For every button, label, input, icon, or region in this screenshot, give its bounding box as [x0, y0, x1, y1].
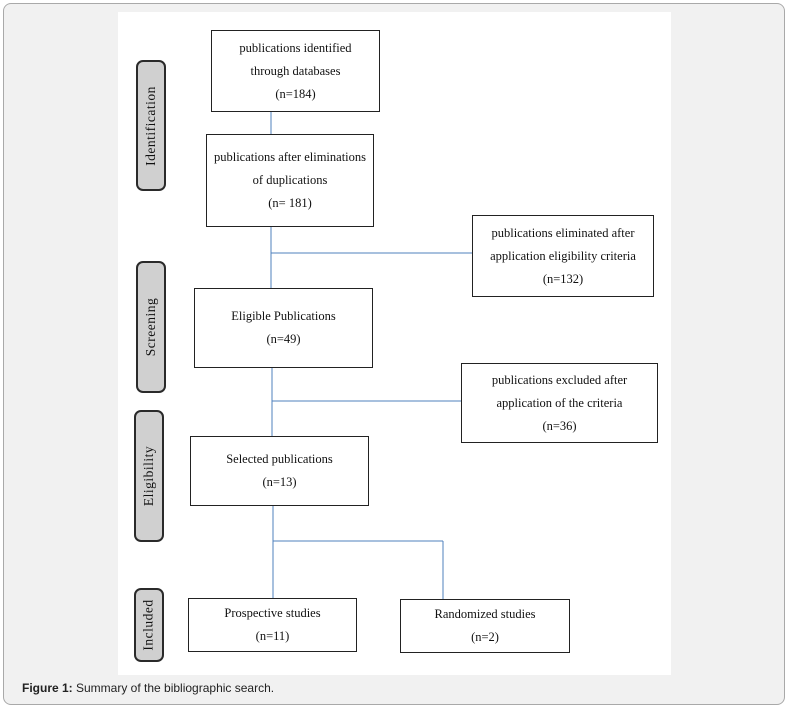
- box-after-duplicates: publications after eliminations of dupli…: [206, 134, 374, 227]
- box-prospective: Prospective studies (n=11): [188, 598, 357, 652]
- box-eliminated-criteria: publications eliminated after applicatio…: [472, 215, 654, 297]
- stage-label: Screening: [143, 297, 159, 357]
- figure-caption: Figure 1: Summary of the bibliographic s…: [22, 681, 274, 695]
- stage-label: Eligibility: [141, 445, 157, 507]
- caption-label: Figure 1:: [22, 681, 73, 695]
- stage-eligibility: Eligibility: [134, 410, 164, 542]
- box-selected: Selected publications (n=13): [190, 436, 369, 506]
- box-identified: publications identified through database…: [211, 30, 380, 112]
- stage-included: Included: [134, 588, 164, 662]
- stage-screening: Screening: [136, 261, 166, 393]
- stage-identification: Identification: [136, 60, 166, 191]
- box-eligible: Eligible Publications (n=49): [194, 288, 373, 368]
- stage-label: Identification: [143, 85, 159, 166]
- stage-label: Included: [141, 599, 157, 651]
- caption-text: Summary of the bibliographic search.: [72, 681, 275, 695]
- box-randomized: Randomized studies (n=2): [400, 599, 570, 653]
- box-excluded-criteria: publications excluded after application …: [461, 363, 658, 443]
